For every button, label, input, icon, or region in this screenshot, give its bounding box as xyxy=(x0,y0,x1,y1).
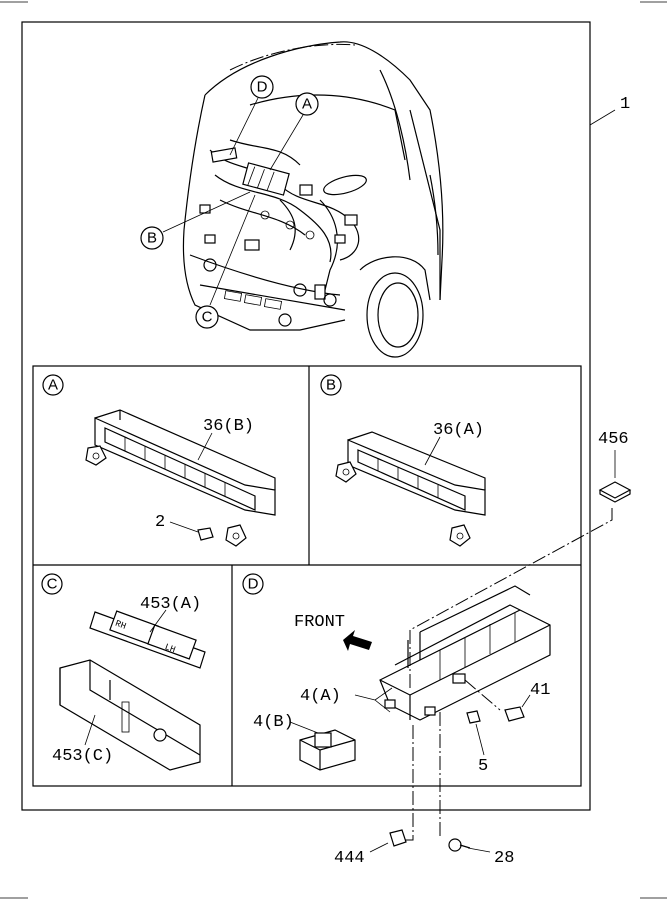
part-456: 456 xyxy=(409,430,632,688)
callout-B: B xyxy=(140,191,251,250)
part-28: 28 xyxy=(439,712,514,868)
detail-panels-frame xyxy=(32,365,582,787)
svg-text:A: A xyxy=(302,96,312,113)
panel-B: B 36(A) xyxy=(320,374,486,547)
panel-A: A 36(B) 2 xyxy=(42,374,276,547)
callout-D: D xyxy=(229,75,274,156)
svg-text:C: C xyxy=(47,576,58,593)
truck-cab-illustration xyxy=(182,41,444,358)
svg-text:B: B xyxy=(147,230,157,247)
svg-text:1: 1 xyxy=(620,95,630,114)
svg-text:453(C): 453(C) xyxy=(52,747,113,766)
svg-text:444: 444 xyxy=(334,849,365,868)
svg-text:36(B): 36(B) xyxy=(203,417,254,436)
outer-frame xyxy=(21,21,591,811)
svg-text:A: A xyxy=(48,377,58,394)
label-part-1: 1 xyxy=(589,95,630,126)
callout-A: A xyxy=(269,92,319,171)
svg-text:41: 41 xyxy=(530,681,550,700)
svg-text:4(B): 4(B) xyxy=(253,713,294,732)
callout-C: C xyxy=(195,194,256,329)
front-arrow-icon xyxy=(343,630,372,651)
front-label: FRONT xyxy=(294,613,345,632)
svg-text:D: D xyxy=(257,79,268,96)
svg-text:LH: LH xyxy=(163,642,177,655)
svg-text:4(A): 4(A) xyxy=(300,687,341,706)
svg-text:RH: RH xyxy=(114,619,128,632)
part-444: 444 xyxy=(334,725,414,868)
panel-C: C RH LH 453(A) 453(C) xyxy=(41,573,206,771)
svg-text:28: 28 xyxy=(494,849,514,868)
svg-text:B: B xyxy=(326,377,336,394)
svg-text:D: D xyxy=(248,576,259,593)
svg-text:453(A): 453(A) xyxy=(140,595,201,614)
svg-text:456: 456 xyxy=(598,430,629,449)
svg-text:36(A): 36(A) xyxy=(433,421,484,440)
panel-D: D FRONT 4(A) 4(B) 5 xyxy=(242,573,551,776)
svg-text:5: 5 xyxy=(478,757,488,776)
svg-text:C: C xyxy=(202,309,213,326)
svg-text:2: 2 xyxy=(155,513,165,532)
